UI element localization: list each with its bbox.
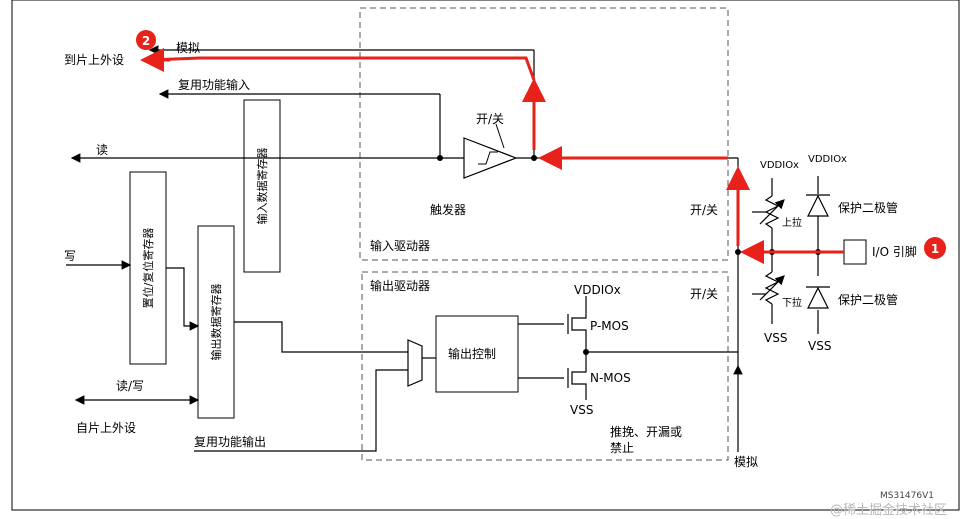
protection-diode-top-label: 保护二极管: [838, 200, 898, 215]
input-data-register-box: [243, 99, 281, 273]
vss-diode-label: VSS: [808, 339, 831, 353]
step-badge-2-label: 2: [142, 34, 150, 48]
mode-text-line1: 推挽、开漏或: [610, 425, 682, 439]
read-label: 读: [96, 143, 108, 157]
set-reset-register-box: [129, 171, 167, 365]
pull-up-label: 上拉: [782, 216, 802, 229]
pmos-label: P-MOS: [590, 319, 629, 333]
input-data-register-label: 输入数据寄存器: [255, 148, 269, 225]
mode-text-line2: 禁止: [610, 441, 634, 455]
vss-pulldown-label: VSS: [764, 331, 787, 345]
protection-diode-bottom-label: 保护二极管: [838, 292, 898, 307]
input-driver-box: [359, 7, 729, 261]
vddiox-pullup-label: VDDIOx: [760, 160, 799, 171]
vddiox-main-label: VDDIOx: [574, 283, 621, 297]
signal-path-annotation: [140, 48, 844, 264]
outer-frame: [11, 0, 960, 511]
write-label: 写: [64, 249, 76, 263]
io-pin-box: [843, 239, 867, 265]
to-onchip-peripheral-label: 到片上外设: [64, 53, 124, 67]
protection-diodes: [806, 194, 830, 309]
io-pin-label: I/O 引脚: [872, 244, 917, 259]
analog-top-label: 模拟: [176, 41, 200, 55]
output-driver-label: 输出驱动器: [370, 278, 430, 293]
nmos-label: N-MOS: [590, 371, 631, 385]
pull-down-label: 下拉: [782, 296, 802, 309]
read-write-label: 读/写: [116, 379, 144, 393]
alt-func-input-label: 复用功能输入: [178, 77, 250, 92]
output-driver-box: [361, 271, 729, 461]
output-on-off-label: 开/关: [690, 287, 718, 301]
output-data-register-label: 输出数据寄存器: [209, 284, 223, 361]
trigger-on-off-label: 开/关: [476, 112, 504, 126]
step-badge-2: [136, 30, 156, 50]
input-on-off-label: 开/关: [690, 203, 718, 217]
input-driver-label: 输入驱动器: [370, 238, 430, 253]
step-badge-1-label: 1: [931, 242, 939, 256]
output-mux: [407, 339, 423, 387]
set-reset-register-label: 置位/复位寄存器: [141, 228, 155, 309]
alt-func-output-label: 复用功能输出: [194, 434, 266, 449]
step-badge-1: [924, 237, 946, 259]
output-control-box: [435, 315, 519, 393]
from-onchip-peripheral-label: 自片上外设: [76, 421, 136, 435]
watermark: @稀土掘金技术社区: [830, 502, 947, 518]
trigger-label: 触发器: [430, 202, 466, 217]
figure-ref: MS31476V1: [880, 491, 934, 501]
vddiox-diode-label: VDDIOx: [808, 154, 847, 165]
output-control-label: 输出控制: [448, 346, 496, 361]
vss-main-label: VSS: [570, 403, 593, 417]
schmitt-trigger: [463, 123, 518, 179]
analog-bottom-label: 模拟: [734, 455, 758, 469]
